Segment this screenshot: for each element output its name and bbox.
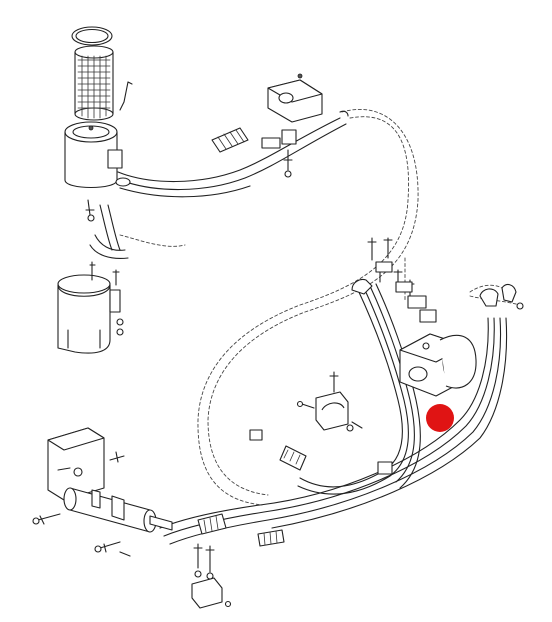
filter-housing <box>64 121 131 188</box>
filter-mounting-bracket <box>57 261 124 354</box>
valve-block <box>267 73 323 123</box>
pump <box>399 333 477 397</box>
cylinder-mount-bracket <box>47 427 125 501</box>
valve-fittings <box>261 110 349 178</box>
bottom-bracket <box>191 543 232 609</box>
filter-element <box>74 45 114 121</box>
pump-fittings <box>351 237 524 323</box>
hose-routes <box>89 108 521 545</box>
steering-cylinder <box>32 487 173 557</box>
highlight-marker <box>426 404 454 432</box>
filter-assembly <box>64 26 133 222</box>
hose-clamp-bracket <box>296 371 363 432</box>
hose-clip <box>197 429 393 547</box>
hose-sleeve <box>211 127 249 153</box>
